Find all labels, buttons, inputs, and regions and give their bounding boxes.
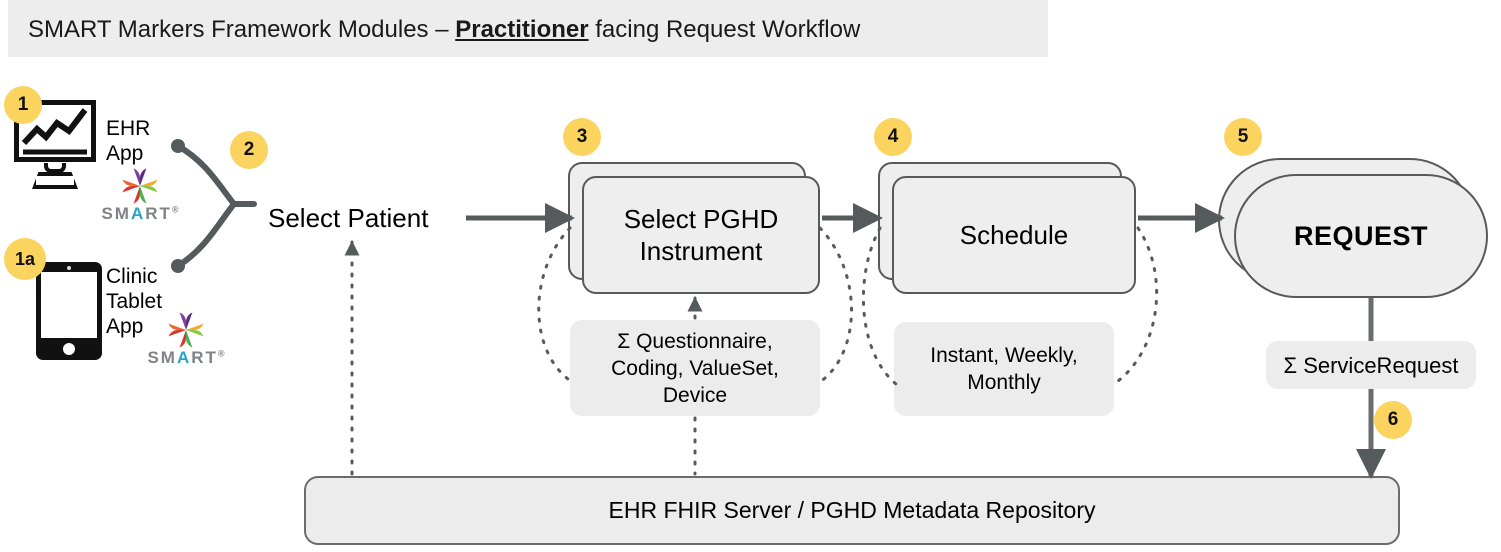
module-select-pghd-instrument[interactable]: Select PGHD Instrument xyxy=(568,162,820,294)
title-emphasis: Practitioner xyxy=(455,16,589,43)
module-label: Select PGHD Instrument xyxy=(623,204,779,266)
tablet-icon xyxy=(36,262,102,360)
chip-service-request: Σ ServiceRequest xyxy=(1266,341,1476,389)
brace-icon xyxy=(175,143,257,269)
badge-5: 5 xyxy=(1224,118,1262,156)
clinic-tablet-app-label: Clinic Tablet App xyxy=(106,265,163,338)
card-front-layer[interactable]: Schedule xyxy=(892,176,1136,294)
dotted-arc-pghd-left xyxy=(537,226,574,384)
monitor-neck-icon xyxy=(44,163,66,173)
chip-label: Σ ServiceRequest xyxy=(1283,352,1459,378)
badge-2: 2 xyxy=(230,131,268,169)
smart-wordmark: SMART® xyxy=(147,348,225,367)
badge-1a: 1a xyxy=(4,238,46,280)
badge-6: 6 xyxy=(1374,401,1412,439)
badge-3: 3 xyxy=(563,118,601,156)
ehr-fhir-server-bar[interactable]: EHR FHIR Server / PGHD Metadata Reposito… xyxy=(304,476,1400,545)
title-suffix: facing Request Workflow xyxy=(588,16,861,43)
card-front-layer[interactable]: Select PGHD Instrument xyxy=(582,176,820,294)
title-banner xyxy=(8,0,1048,57)
ehr-app-label: EHR App xyxy=(106,117,151,165)
brace-connector xyxy=(158,128,268,283)
card-front-layer[interactable]: REQUEST xyxy=(1234,174,1488,298)
server-bar-label: EHR FHIR Server / PGHD Metadata Reposito… xyxy=(608,497,1096,523)
tablet-screen-icon xyxy=(41,272,97,338)
module-schedule[interactable]: Schedule xyxy=(878,162,1136,294)
smart-pinwheel-icon xyxy=(166,310,206,350)
smart-logo-tablet: SMART® xyxy=(140,310,232,374)
module-label: REQUEST xyxy=(1293,221,1429,251)
chip-pghd-resources: Σ Questionnaire, Coding, ValueSet, Devic… xyxy=(570,320,820,416)
chip-schedule-frequencies: Instant, Weekly, Monthly xyxy=(894,322,1114,416)
module-label: Schedule xyxy=(959,220,1069,250)
chip-label: Σ Questionnaire, Coding, ValueSet, Devic… xyxy=(611,329,779,407)
badge-4: 4 xyxy=(874,118,912,156)
title-prefix: SMART Markers Framework Modules – xyxy=(28,16,456,43)
smart-pinwheel-icon xyxy=(120,166,160,206)
tablet-body-icon xyxy=(36,262,102,360)
module-request[interactable]: REQUEST xyxy=(1218,158,1488,298)
page-title: SMART Markers Framework Modules – Practi… xyxy=(28,16,860,43)
tablet-camera-icon xyxy=(67,266,71,270)
select-patient-label: Select Patient xyxy=(268,203,429,233)
brace-endpoint-dot-top xyxy=(171,139,185,153)
smart-logo-ehr: SMART® xyxy=(94,166,186,230)
smart-wordmark: SMART® xyxy=(101,204,179,223)
brace-endpoint-dot-bottom xyxy=(171,259,185,273)
dotted-arc-pghd-right xyxy=(818,226,853,384)
tablet-home-button-icon xyxy=(63,343,75,355)
chip-label: Instant, Weekly, Monthly xyxy=(930,344,1078,394)
monitor-base-icon xyxy=(32,172,78,189)
badge-1: 1 xyxy=(4,86,42,124)
line-chart-icon xyxy=(21,108,88,155)
